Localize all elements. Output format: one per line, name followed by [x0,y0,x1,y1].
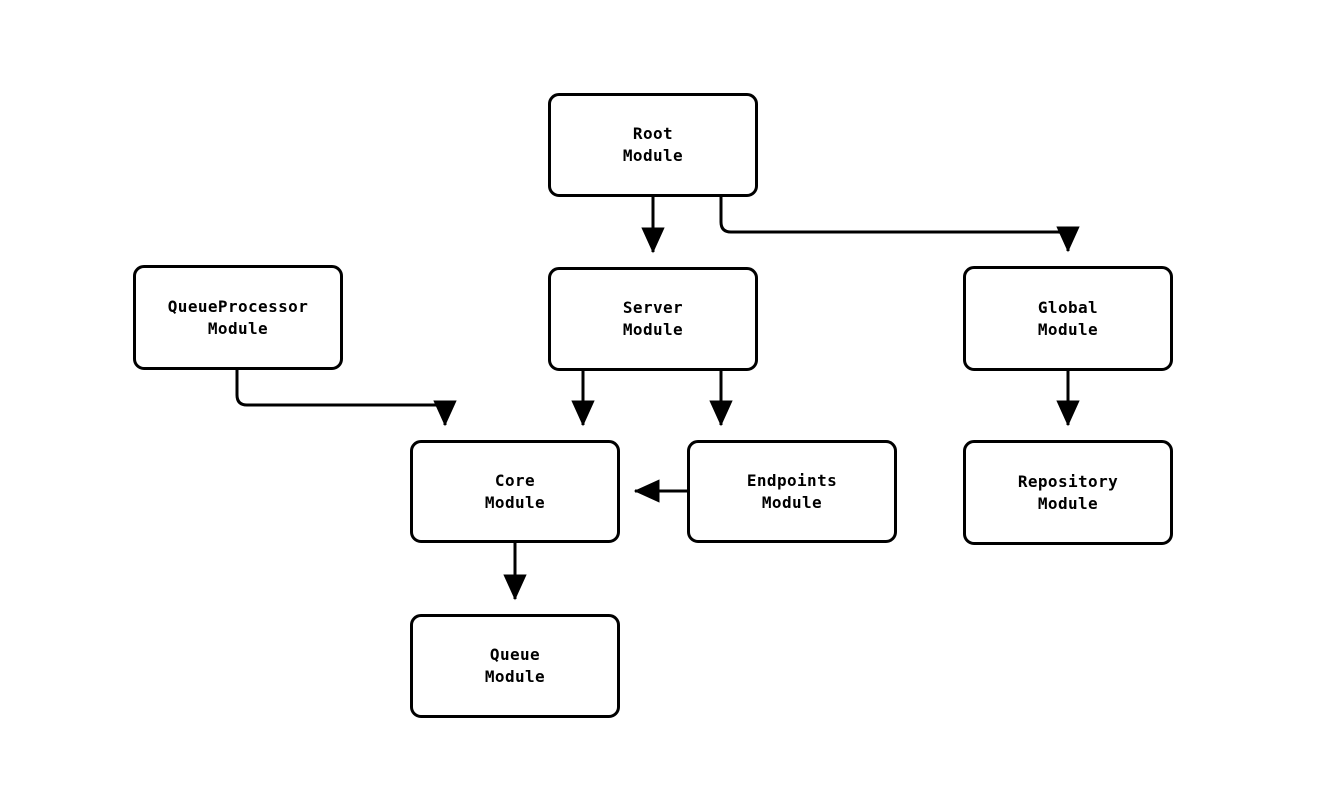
node-subtitle: Module [484,667,546,686]
node-title: Server [622,298,684,317]
node-title: Repository [1017,471,1119,491]
node-title: Queue [489,645,541,664]
node-title: Root [632,124,674,143]
node-title: Endpoints [746,470,838,490]
node-subtitle: Module [1037,493,1099,513]
node-title: Core [494,470,536,490]
node-title: QueueProcessor [167,296,309,316]
edge-root-global [719,197,1080,253]
node-subtitle: Module [761,492,823,512]
node-subtitle: Module [622,320,684,339]
node-subtitle: Module [484,492,546,512]
node-subtitle: Module [1037,319,1099,339]
node-subtitle: Module [622,146,684,165]
edge-queueprocessor-core [235,370,457,427]
node-title: Global [1037,297,1099,317]
node-subtitle: Module [207,318,269,338]
